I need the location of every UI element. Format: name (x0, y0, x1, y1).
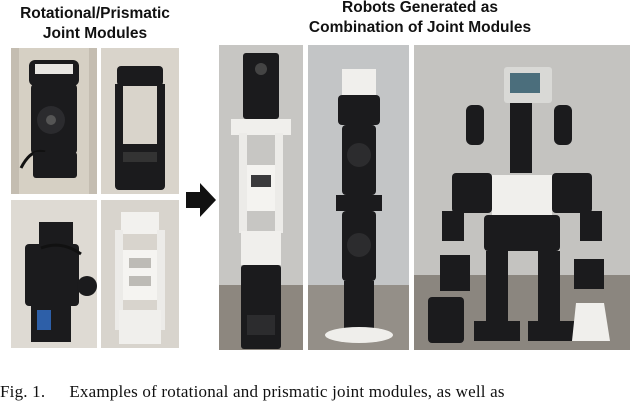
photo-rotational-module-black-2 (11, 200, 97, 348)
figure-caption: Fig. 1. Examples of rotational and prisma… (0, 382, 640, 402)
left-heading-line-2: Joint Modules (42, 25, 148, 42)
caption-text: Examples of rotational and prismatic joi… (69, 382, 505, 401)
right-heading-line-1: Robots Generated as (342, 0, 498, 16)
left-heading-line-1: Rotational/Prismatic (20, 5, 170, 22)
photo-rotational-module-black (11, 48, 97, 194)
right-heading: Robots Generated as Combination of Joint… (270, 0, 570, 38)
right-arrow-icon (186, 183, 216, 222)
right-heading-line-2: Combination of Joint Modules (308, 19, 532, 36)
left-heading: Rotational/Prismatic Joint Modules (0, 4, 190, 44)
photo-robot-rotational-column (308, 45, 409, 350)
photo-prismatic-module-black (101, 48, 179, 194)
figure-label: Fig. 1. (0, 382, 46, 401)
photo-prismatic-module-white (101, 200, 179, 348)
photo-humanoid-robot (414, 45, 630, 350)
photo-robot-prismatic-column (219, 45, 303, 350)
